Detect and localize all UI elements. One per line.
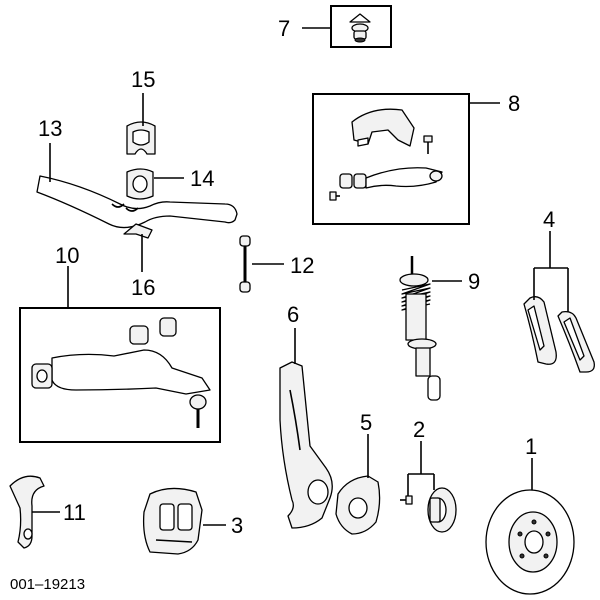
callout-5: 5 (360, 410, 372, 435)
figure-code: 001–19213 (10, 576, 85, 593)
part-3-brake-caliper (142, 487, 203, 555)
callout-1: 1 (525, 434, 537, 459)
callout-11: 11 (63, 500, 86, 525)
callout-10: 10 (55, 243, 79, 268)
part-1-brake-rotor (485, 489, 575, 595)
part-4-brake-pads (523, 296, 595, 373)
callout-3: 3 (231, 513, 243, 538)
part-15-stabilizer-bushing (126, 121, 156, 155)
callout-4: 4 (543, 207, 555, 232)
callout-7: 7 (278, 16, 290, 41)
callout-13: 13 (38, 116, 62, 141)
part-14-bushing (126, 168, 154, 200)
part-9-strut-assembly (399, 256, 441, 401)
part-12-stabilizer-link (239, 235, 251, 293)
callout-8: 8 (508, 91, 520, 116)
part-13-stabilizer-bar (36, 175, 238, 229)
part-5-brake-dust-shield (335, 475, 381, 535)
callout-15: 15 (131, 67, 155, 92)
callout-2: 2 (413, 417, 425, 442)
part-11-bracket (9, 475, 45, 549)
part-10-lower-control-arm-kit (19, 307, 221, 443)
callout-14: 14 (190, 166, 214, 191)
callout-16: 16 (131, 275, 155, 300)
callout-12: 12 (290, 253, 314, 278)
part-6-steering-knuckle (279, 361, 333, 529)
part-2-wheel-hub-bearing (400, 487, 457, 533)
part-8-upper-control-arm-kit (312, 93, 470, 225)
part-16-bracket (123, 223, 153, 239)
callout-9: 9 (468, 269, 480, 294)
part-7-bushing-kit (330, 5, 392, 48)
callout-6: 6 (287, 302, 299, 327)
